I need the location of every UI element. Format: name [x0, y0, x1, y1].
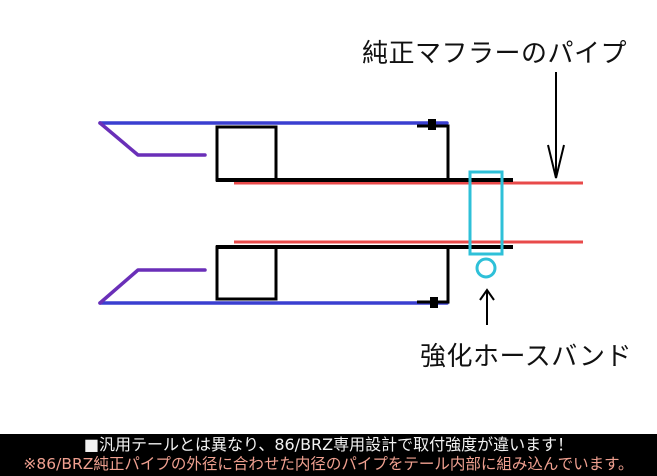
hose-band-screw	[475, 257, 497, 279]
outer-shell-upper-tip	[98, 121, 207, 157]
baffle-lower	[215, 245, 278, 301]
hose-band	[468, 170, 504, 256]
muffler-diagram	[98, 72, 583, 325]
arrow-down-icon	[547, 72, 565, 179]
outer-shell-lower-tip	[98, 268, 207, 305]
stock-pipe-label: 純正マフラーのパイプ	[362, 39, 628, 69]
end-cap-upper	[417, 124, 450, 180]
weld-upper	[428, 119, 436, 130]
footer-note-2: ※86/BRZ純正パイプの外径に合わせた内径のパイプをテール内部に組み込んでいま…	[23, 455, 634, 473]
hose-band-label: 強化ホースバンド	[420, 342, 633, 372]
footer-note-1: ■汎用テールとは異なり、86/BRZ専用設計で取付強度が違います！	[83, 435, 574, 454]
end-cap-lower	[417, 247, 450, 304]
weld-lower	[430, 297, 438, 308]
baffle-upper	[215, 125, 278, 182]
footer-banner: ■汎用テールとは異なり、86/BRZ専用設計で取付強度が違います！ ※86/BR…	[0, 434, 657, 476]
arrow-up-icon	[479, 288, 495, 325]
